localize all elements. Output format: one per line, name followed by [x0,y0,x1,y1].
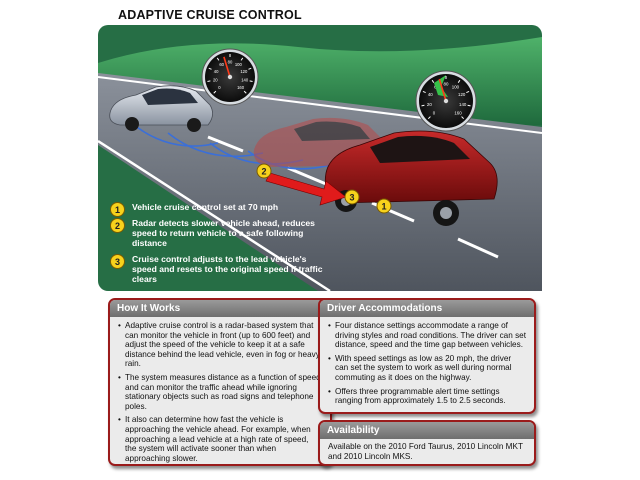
bullet-text: Offers three programmable alert time set… [328,387,526,406]
gauge-tick [421,104,425,107]
marker-1: 1 [376,198,392,214]
gauge-tick-label: 0 [218,85,221,90]
gauge-tick-label: 160 [454,111,462,116]
marker-1-label: 1 [381,202,386,212]
road-edge-line [98,139,331,291]
legend: 1 Vehicle cruise control set at 70 mph 2… [110,202,325,290]
gauge-tick [207,80,211,82]
gauge-tick [427,116,431,120]
how-it-works-panel: How It Works Adaptive cruise control is … [108,298,332,466]
bullet-text: Four distance settings accommodate a ran… [328,321,526,350]
gauge-needle [223,56,231,78]
bullet-text: The system measures distance as a functi… [118,373,322,411]
gauge-tick [243,90,247,94]
bullet-text: It also can determine how fast the vehic… [118,415,322,463]
gauge-tick [431,79,435,83]
gauge-tick [466,90,470,94]
gauge-tick [467,104,471,107]
gauge-tick-label: 100 [452,84,460,89]
gauge-tick-label: 80 [444,82,449,87]
bullet-text: With speed settings as low as 20 mph, th… [328,354,526,383]
gauge-tick [249,80,253,82]
gauge-tick-label: 100 [235,62,243,67]
panel-body: Four distance settings accommodate a ran… [320,317,534,406]
legend-text: Vehicle cruise control set at 70 mph [132,202,279,212]
gauge-tick [457,79,461,83]
gauge-tick-label: 40 [214,69,219,74]
gauge-tick-label: 0 [433,111,436,116]
bullet-text: Adaptive cruise control is a radar-based… [118,321,322,369]
gauge-tick-label: 80 [228,60,233,65]
following-vehicle [324,130,498,226]
gauge-tick-label: 60 [219,62,224,67]
gauge-tick [248,67,252,70]
legend-text: Cruise control adjusts to the lead vehic… [132,254,323,284]
gauge-tick-label: 120 [458,92,466,97]
gauge-tick [213,90,217,94]
marker-2-label: 2 [261,167,266,177]
gauge-tick-label: 20 [213,77,218,82]
deceleration-arrow [265,172,347,206]
panel-body: Adaptive cruise control is a radar-based… [110,317,330,463]
availability-text: Available on the 2010 Ford Taurus, 2010 … [328,442,523,461]
legend-item-1: 1 Vehicle cruise control set at 70 mph [110,202,325,217]
gauge-tick [208,67,212,70]
gauge-tick-label: 120 [240,69,248,74]
gauge-tick-label: 40 [428,92,433,97]
legend-item-3: 3 Cruise control adjusts to the lead veh… [110,254,325,284]
marker-2: 2 [256,163,272,179]
page-title: ADAPTIVE CRUISE CONTROL [118,8,302,22]
panel-heading: How It Works [110,300,330,317]
gauge-tick-label: 20 [427,102,432,107]
legend-item-2: 2 Radar detects slower vehicle ahead, re… [110,218,325,248]
gauge-tick-label: 140 [241,77,249,82]
gauge-tick [240,57,244,61]
badge-3-icon: 3 [110,254,125,269]
gauge-tick [216,57,220,61]
gauge-tick [422,90,426,94]
panel-heading: Availability [320,422,534,439]
driver-accommodations-panel: Driver Accommodations Four distance sett… [318,298,536,414]
legend-text: Radar detects slower vehicle ahead, redu… [132,218,315,248]
gauge-tick-label: 160 [237,85,245,90]
marker-3: 3 [344,189,360,205]
panel-heading: Driver Accommodations [320,300,534,317]
badge-1-icon: 1 [110,202,125,217]
availability-panel: Availability Available on the 2010 Ford … [318,420,536,466]
marker-3-label: 3 [349,193,354,203]
gauge-needle [438,78,447,102]
lead-vehicle [109,85,213,132]
badge-2-icon: 2 [110,218,125,233]
gauge-tick-label: 140 [459,102,467,107]
gauge-tick [461,116,465,120]
